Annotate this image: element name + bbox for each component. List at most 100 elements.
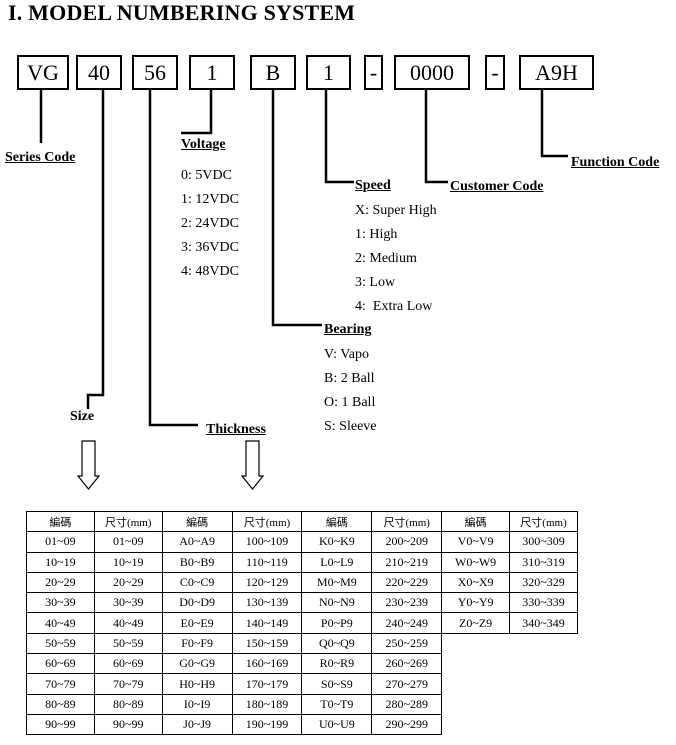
table-cell — [442, 633, 510, 653]
table-cell: W0~W9 — [441, 551, 511, 573]
voltage-option: 4: 48VDC — [181, 264, 239, 279]
table-cell: 220~229 — [371, 571, 443, 594]
box-customer: 0000 — [394, 55, 470, 90]
table-cell: 270~279 — [371, 673, 443, 695]
table-cell — [442, 654, 510, 674]
table-cell — [442, 694, 510, 714]
function-code-label: Function Code — [571, 155, 660, 170]
table-cell: 300~309 — [509, 531, 578, 553]
voltage-connector — [181, 90, 213, 135]
table-cell: G0~G9 — [161, 653, 233, 675]
page-title: I. MODEL NUMBERING SYSTEM — [8, 0, 356, 25]
table-cell: 40~49 — [26, 612, 95, 634]
bearing-option: B: 2 Ball — [324, 371, 375, 386]
table-cell: J0~J9 — [161, 713, 233, 736]
table-cell: 30~39 — [93, 592, 163, 614]
table-cell: P0~P9 — [301, 612, 373, 634]
box-speed: 1 — [306, 55, 351, 90]
table-cell: 290~299 — [371, 713, 443, 736]
size-thickness-code-table: 編碼 尺寸(mm) 編碼 尺寸(mm) 編碼 尺寸(mm) 編碼 尺寸(mm) … — [26, 510, 578, 736]
thickness-connector — [148, 90, 198, 427]
table-cell: K0~K9 — [301, 531, 373, 553]
customer-code-label: Customer Code — [450, 179, 544, 194]
thickness-down-arrow-icon — [240, 440, 265, 490]
table-cell: 260~269 — [371, 653, 443, 675]
table-cell: 160~169 — [231, 653, 303, 675]
function-connector — [540, 90, 568, 158]
table-cell: 320~329 — [509, 571, 578, 594]
table-cell — [510, 674, 578, 694]
voltage-label: Voltage — [181, 137, 226, 152]
table-cell: 180~189 — [231, 693, 303, 715]
table-cell: 50~59 — [93, 632, 163, 655]
down-arrows — [76, 440, 265, 490]
speed-connector — [324, 90, 354, 184]
table-cell: 90~99 — [93, 713, 163, 736]
size-label: Size — [70, 409, 95, 424]
table-cell: 280~289 — [371, 693, 443, 715]
table-cell: 80~89 — [93, 693, 163, 715]
size-connector — [86, 90, 105, 409]
bearing-connector — [271, 90, 322, 327]
table-cell: 70~79 — [26, 673, 95, 695]
table-cell: C0~C9 — [161, 571, 233, 594]
table-cell: 130~139 — [231, 592, 303, 614]
table-cell: 170~179 — [231, 673, 303, 695]
bearing-option: O: 1 Ball — [324, 395, 376, 410]
table-cell: 70~79 — [93, 673, 163, 695]
column-header: 編碼 — [161, 510, 233, 533]
column-header: 尺寸(mm) — [231, 510, 303, 533]
table-cell: 120~129 — [231, 571, 303, 594]
bearing-option: V: Vapo — [324, 347, 369, 362]
table-cell: 100~109 — [231, 531, 303, 553]
table-cell: 10~19 — [93, 551, 163, 573]
table-cell — [442, 714, 510, 734]
table-cell — [510, 694, 578, 714]
table-cell: S0~S9 — [301, 673, 373, 695]
voltage-option: 2: 24VDC — [181, 216, 239, 231]
box-size: 40 — [76, 55, 122, 90]
series-code-label: Series Code — [5, 150, 76, 165]
table-cell: N0~N9 — [301, 592, 373, 614]
table-cell: 240~249 — [371, 612, 443, 634]
column-header: 編碼 — [301, 510, 373, 533]
table-cell: 110~119 — [231, 551, 303, 573]
speed-option: 3: Low — [355, 275, 396, 290]
table-cell — [510, 654, 578, 674]
table-cell — [510, 714, 578, 734]
table-cell: 140~149 — [231, 612, 303, 634]
table-cell: U0~U9 — [301, 713, 373, 736]
column-header: 尺寸(mm) — [509, 510, 578, 533]
voltage-option: 3: 36VDC — [181, 240, 239, 255]
table-cell: E0~E9 — [161, 612, 233, 634]
speed-option: 4: Extra Low — [355, 299, 433, 314]
box-bearing: B — [250, 55, 296, 90]
table-cell: 330~339 — [509, 592, 578, 614]
table-cell — [442, 674, 510, 694]
table-cell — [510, 633, 578, 653]
table-cell: Q0~Q9 — [301, 632, 373, 655]
table-cell: H0~H9 — [161, 673, 233, 695]
table-cell: 40~49 — [93, 612, 163, 634]
speed-option: X: Super High — [355, 203, 437, 218]
table-cell: 90~99 — [26, 713, 95, 736]
thickness-label: Thickness — [206, 422, 266, 437]
table-cell: T0~T9 — [301, 693, 373, 715]
customer-connector — [424, 90, 448, 184]
table-cell: I0~I9 — [161, 693, 233, 715]
voltage-option: 1: 12VDC — [181, 192, 239, 207]
speed-label: Speed — [355, 178, 391, 193]
table-cell: X0~X9 — [441, 571, 511, 594]
table-cell: F0~F9 — [161, 632, 233, 655]
table-cell: 50~59 — [26, 632, 95, 655]
